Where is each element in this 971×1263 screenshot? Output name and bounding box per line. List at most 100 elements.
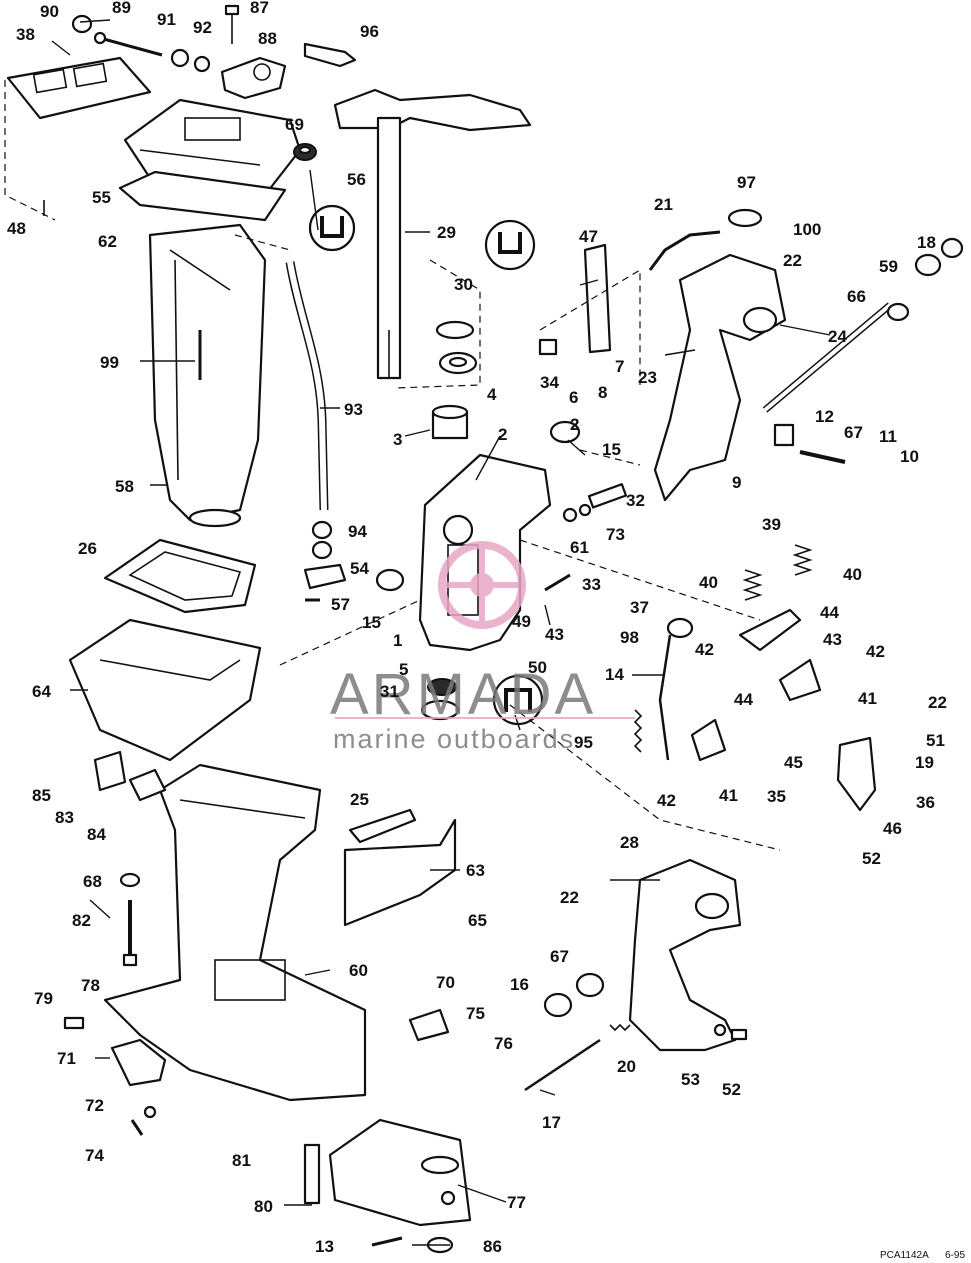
callout-43: 43 <box>823 630 842 649</box>
callout-6: 6 <box>569 388 578 407</box>
deflector-25 <box>348 808 417 844</box>
callout-7: 7 <box>615 357 624 376</box>
mount-72 <box>110 1038 167 1087</box>
link-21 <box>648 230 721 271</box>
callout-48: 47 <box>579 227 598 246</box>
washer-74 <box>578 503 592 517</box>
callout-49: 48 <box>7 219 26 238</box>
seal-4 <box>438 351 478 375</box>
callout-92: 91 <box>157 10 176 29</box>
callout-41: 41 <box>719 786 738 805</box>
callout-1: 1 <box>393 631 402 650</box>
spring-40a <box>742 569 763 601</box>
callout-86: 85 <box>32 786 51 805</box>
callout-10: 10 <box>900 447 919 466</box>
callout-94: 93 <box>344 400 363 419</box>
seal-5 <box>427 678 457 696</box>
callout-58: 57 <box>331 595 350 614</box>
steering-arm-29 <box>333 88 532 380</box>
assembly-line-6 <box>509 704 781 851</box>
plate-85 <box>128 768 167 802</box>
clamp-bracket-23 <box>653 253 787 502</box>
callout-2: 2 <box>570 415 579 434</box>
callout-53: 52 <box>722 1080 741 1099</box>
callout-18: 18 <box>917 233 936 252</box>
callout-17: 17 <box>542 1113 561 1132</box>
drawing-code: PCA1142A <box>880 1250 929 1261</box>
callout-39: 39 <box>762 515 781 534</box>
callout-91: 90 <box>40 2 59 21</box>
callout-2: 2 <box>498 425 507 444</box>
callout-42: 42 <box>657 791 676 810</box>
gasket-63 <box>118 170 287 222</box>
callout-68: 67 <box>844 423 863 442</box>
callout-65: 64 <box>32 682 51 701</box>
callout-80: 79 <box>34 989 53 1008</box>
callout-93: 92 <box>193 18 212 37</box>
lever-48 <box>583 243 612 354</box>
callout-3: 3 <box>393 430 402 449</box>
seal-57 <box>293 143 317 161</box>
callout-67: 66 <box>847 287 866 306</box>
callout-90: 89 <box>112 0 131 17</box>
assembly-line-1 <box>234 234 291 251</box>
washer-15b <box>375 568 405 592</box>
callout-9: 9 <box>732 473 741 492</box>
callout-42: 42 <box>866 642 885 661</box>
assembly-line-8 <box>579 449 641 466</box>
bolt-83 <box>122 900 138 967</box>
callout-77: 76 <box>494 1034 513 1053</box>
lever-41 <box>778 658 822 702</box>
spring-96 <box>633 709 643 753</box>
washer-67 <box>886 302 910 322</box>
callout-47: 46 <box>883 819 902 838</box>
spring-40b <box>792 544 813 576</box>
callout-97: 96 <box>360 22 379 41</box>
callout-45: 44 <box>820 603 839 622</box>
bracket-97 <box>303 42 357 68</box>
washer-54 <box>713 1023 727 1037</box>
callout-67: 67 <box>550 947 569 966</box>
callout-5: 5 <box>399 660 408 679</box>
seal-26 <box>103 538 257 614</box>
callout-21: 21 <box>654 195 673 214</box>
washer-92 <box>170 48 190 68</box>
assembly-line-7 <box>539 268 641 385</box>
callout-26: 26 <box>78 539 97 558</box>
callout-51: 50 <box>528 658 547 677</box>
mount-71 <box>408 1008 450 1042</box>
bolt-53 <box>730 1028 748 1041</box>
cap-18 <box>940 237 964 259</box>
callout-83: 82 <box>72 911 91 930</box>
callout-79: 78 <box>81 976 100 995</box>
tilt-tube-24 <box>762 302 893 413</box>
callout-44: 43 <box>545 625 564 644</box>
callout-70: 69 <box>285 115 304 134</box>
callout-28: 28 <box>620 833 639 852</box>
callout-37: 37 <box>630 598 649 617</box>
callout-52: 52 <box>862 849 881 868</box>
spring-20 <box>609 1023 631 1032</box>
link-14 <box>658 634 672 761</box>
callout-98: 97 <box>737 173 756 192</box>
bushing-3 <box>431 404 469 440</box>
callout-29: 29 <box>437 223 456 242</box>
retainer-99 <box>666 617 694 639</box>
screw-80 <box>63 1016 85 1030</box>
callout-22: 22 <box>783 251 802 270</box>
bolt-88 <box>224 4 240 44</box>
callout-33: 33 <box>582 575 601 594</box>
callout-64: 63 <box>466 861 485 880</box>
pin-33 <box>544 573 571 592</box>
grommet-95 <box>311 520 333 560</box>
callout-73: 72 <box>85 1096 104 1115</box>
callout-76: 75 <box>466 1004 485 1023</box>
callout-63: 62 <box>98 232 117 251</box>
nut-60 <box>914 253 942 277</box>
lower-cover-78 <box>328 1118 472 1227</box>
callout-56: 55 <box>92 188 111 207</box>
washer-62 <box>562 507 578 523</box>
bolt-13 <box>371 1236 403 1247</box>
washer-30 <box>435 320 475 340</box>
